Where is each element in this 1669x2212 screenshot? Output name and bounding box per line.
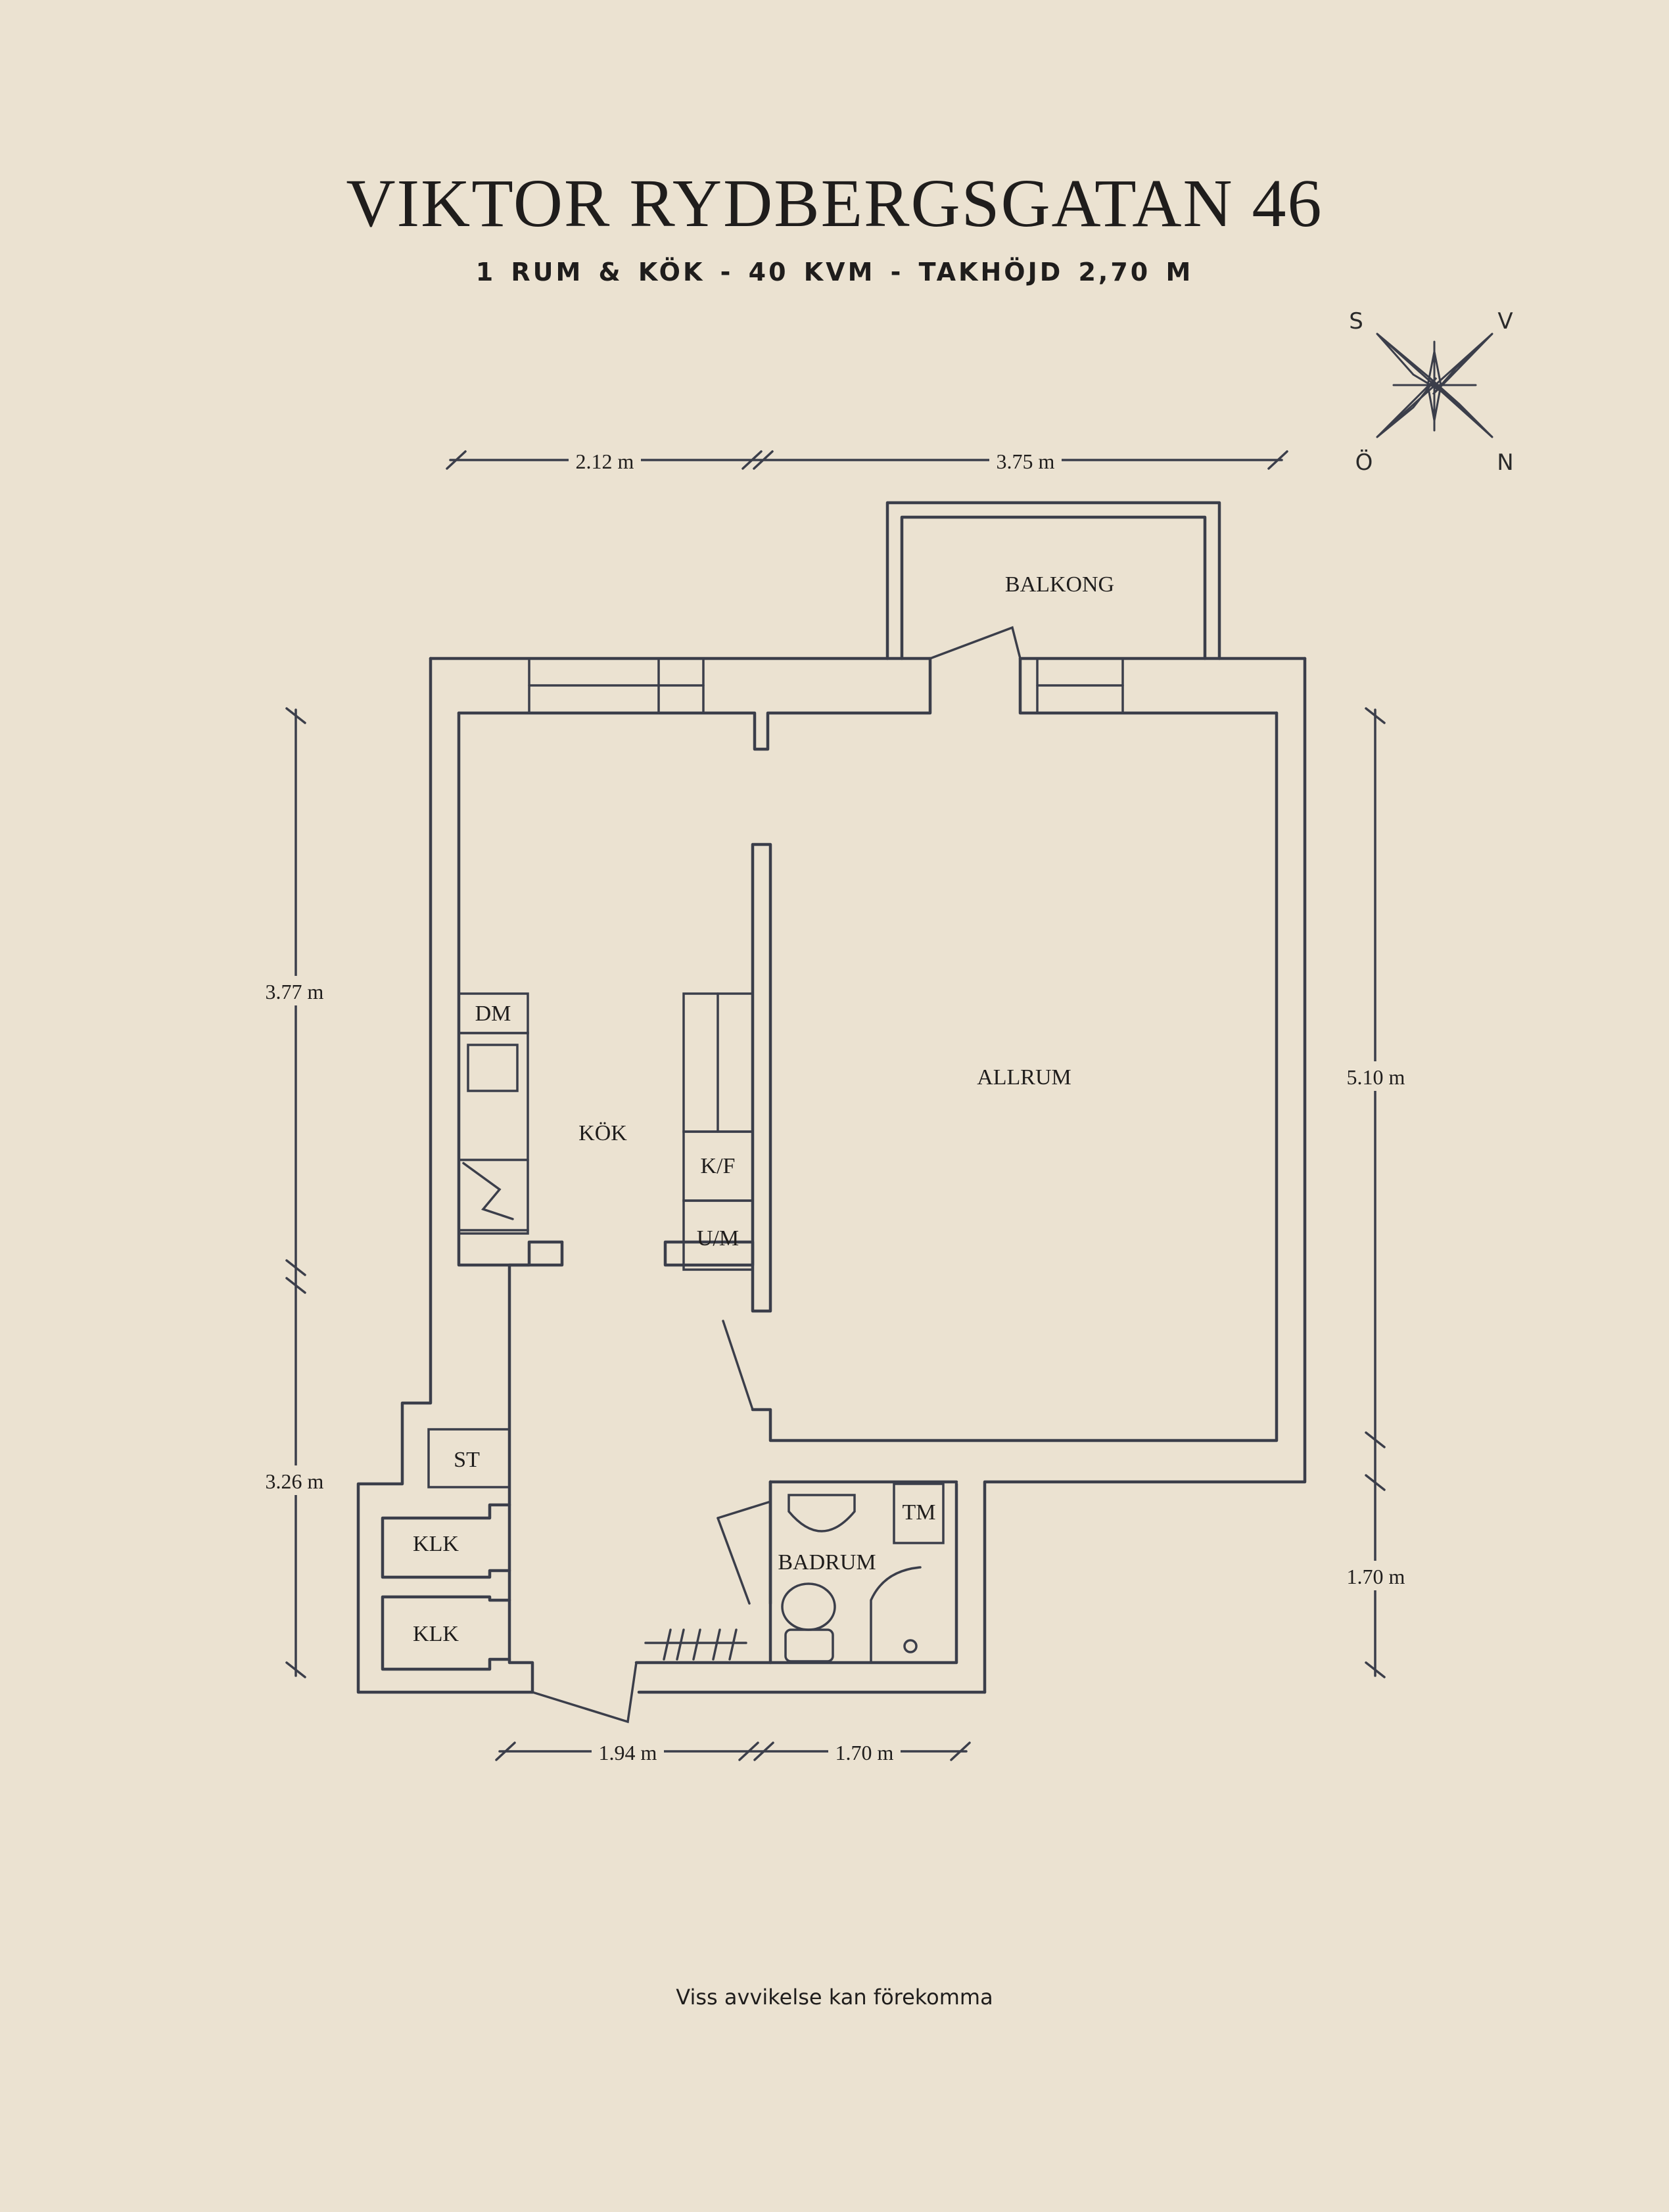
dimension-bottom: 1.94 m 1.70 m [495, 1738, 971, 1766]
label-balcony: BALKONG [1005, 572, 1114, 597]
outer-walls [356, 657, 1307, 1694]
compass-icon: S V Ö N [1349, 308, 1514, 476]
balcony [885, 501, 1221, 660]
dim-left-upper: 3.77 m [266, 980, 324, 1003]
sink-icon [787, 1494, 856, 1532]
label-dishwasher: DM [475, 1002, 511, 1026]
compass-label-s: S [1349, 308, 1363, 334]
dim-bottom-right: 1.70 m [835, 1741, 894, 1764]
label-living: ALLRUM [977, 1065, 1071, 1090]
dim-right-upper: 5.10 m [1347, 1065, 1405, 1089]
dimension-top: 2.12 m 3.75 m [446, 446, 1288, 473]
footer-note: Viss avvikelse kan förekomma [676, 1985, 993, 2010]
toilet-icon [784, 1628, 834, 1663]
compass-label-n: N [1497, 449, 1513, 476]
dimension-left: 3.77 m 3.26 m [256, 707, 335, 1678]
dim-top-left: 2.12 m [576, 449, 634, 473]
label-wardrobe-2: KLK [413, 1622, 459, 1646]
label-fridge-freezer: K/F [701, 1154, 736, 1178]
label-wardrobe-1: KLK [413, 1532, 459, 1556]
kitchen-counter-right: K/F U/M [682, 992, 754, 1271]
compass-label-v: V [1497, 308, 1513, 334]
stove-icon [462, 1162, 514, 1220]
storage-area: ST KLK KLK [381, 1428, 511, 1671]
dim-bottom-left: 1.94 m [599, 1741, 657, 1764]
label-oven-micro: U/M [697, 1226, 739, 1251]
shoe-rack [644, 1628, 747, 1661]
label-storage: ST [454, 1448, 480, 1472]
label-washer: TM [903, 1500, 936, 1525]
dimension-right: 5.10 m 1.70 m [1338, 707, 1417, 1678]
page-title: VIKTOR RYDBERGSGATAN 46 [346, 166, 1323, 241]
compass-label-o: Ö [1355, 449, 1373, 476]
dim-left-lower: 3.26 m [266, 1469, 324, 1493]
dim-right-lower: 1.70 m [1347, 1565, 1405, 1588]
label-kitchen: KÖK [578, 1121, 627, 1145]
page-subtitle: 1 RUM & KÖK - 40 KVM - TAKHÖJD 2,70 M [475, 258, 1194, 287]
dim-top-right: 3.75 m [997, 449, 1055, 473]
bathroom: BADRUM TM [717, 1480, 958, 1664]
partition-wall [722, 842, 772, 1411]
kitchen-counter-left: DM [458, 992, 529, 1235]
drain-icon [903, 1639, 918, 1653]
label-bathroom: BADRUM [778, 1550, 876, 1575]
